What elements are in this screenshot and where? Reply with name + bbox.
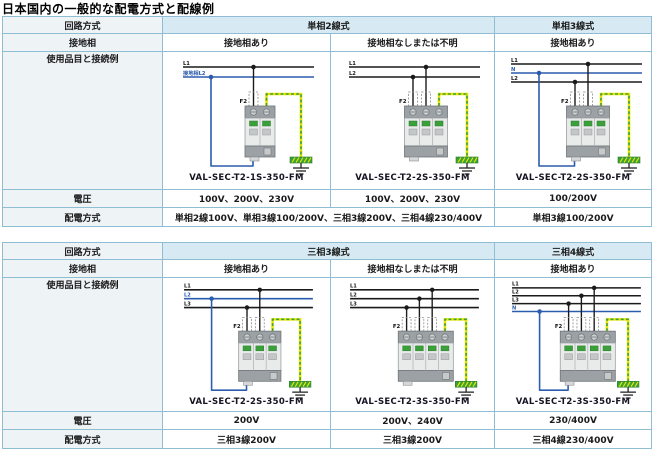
svg-text:F2: F2: [392, 324, 400, 330]
grounded-phase-value: 接地相あり: [162, 33, 331, 52]
svg-text:L3: L3: [184, 301, 191, 307]
circuit-type-three-phase-3wire: 三相3線式: [161, 242, 496, 260]
row-label-circuit-type: 回路方式: [2, 242, 163, 260]
svg-text:L2: L2: [349, 71, 356, 77]
table-row: 回路方式 三相3線式 三相4線式: [2, 242, 653, 260]
svg-text:F2: F2: [555, 324, 563, 330]
table-row: 配電方式 三相3線200V 三相3線200V 三相4線230/400V: [2, 429, 653, 449]
circuit-type-three-phase-4wire: 三相4線式: [494, 242, 653, 260]
table-row: 電圧 100V、200V、230V 100V、200V、230V 100/200…: [2, 189, 653, 208]
svg-text:L2: L2: [512, 290, 519, 296]
svg-text:L2: L2: [350, 293, 357, 299]
product-model-label: VAL-SEC-T2-3S-350-FM: [515, 397, 631, 407]
svg-text:L1: L1: [183, 61, 190, 67]
product-model-label: VAL-SEC-T2-2S-350-FM: [189, 397, 304, 407]
svg-text:N: N: [511, 67, 515, 73]
voltage-value: 200V、240V: [329, 411, 496, 430]
svg-text:接地相L2: 接地相L2: [183, 69, 206, 77]
svg-text:F2: F2: [233, 324, 241, 330]
circuit-type-single-phase-3wire: 単相3線式: [494, 16, 653, 34]
svg-text:L1: L1: [511, 58, 518, 64]
voltage-value: 100V、200V、230V: [162, 189, 331, 208]
row-label-grounded-phase: 接地相: [2, 33, 163, 52]
svg-text:F2: F2: [399, 99, 407, 105]
grounded-phase-value: 接地相あり: [162, 259, 331, 278]
circuit-type-single-phase-2wire: 単相2線式: [161, 16, 496, 34]
product-model-label: VAL-SEC-T2-1S-350-FM: [189, 173, 304, 183]
page-title: 日本国内の一般的な配電方式と配線例: [2, 2, 215, 16]
voltage-value: 100/200V: [494, 189, 653, 208]
svg-text:L1: L1: [184, 284, 191, 290]
row-label-usage-example: 使用品目と接続例: [2, 277, 163, 412]
table-row: 回路方式 単相2線式 単相3線式: [2, 16, 653, 34]
svg-text:L3: L3: [512, 297, 519, 303]
row-label-distribution: 配電方式: [2, 429, 163, 449]
table-row: 電圧 200V 200V、240V 230/400V: [2, 411, 653, 430]
voltage-value: 200V: [162, 411, 331, 430]
table-three-phase: 回路方式 三相3線式 三相4線式 接地相 接地相あり 接地相なしまたは不明 接地…: [2, 242, 653, 449]
svg-text:F2: F2: [239, 99, 247, 105]
grounded-phase-value: 接地相あり: [494, 33, 653, 52]
svg-text:L2: L2: [184, 293, 191, 299]
svg-text:F2: F2: [561, 99, 569, 105]
row-label-voltage: 電圧: [2, 189, 163, 208]
svg-text:L1: L1: [512, 282, 519, 288]
table-row: 接地相 接地相あり 接地相なしまたは不明 接地相あり: [2, 33, 653, 52]
row-label-usage-example: 使用品目と接続例: [2, 51, 163, 190]
svg-text:N: N: [512, 305, 516, 311]
grounded-phase-value: 接地相あり: [494, 259, 653, 278]
product-model-label: VAL-SEC-T2-2S-350-FM: [515, 173, 631, 183]
table-single-phase: 回路方式 単相2線式 単相3線式 接地相 接地相あり 接地相なしまたは不明 接地…: [2, 16, 653, 227]
product-model-label: VAL-SEC-T2-2S-350-FM: [355, 173, 470, 183]
svg-text:L2: L2: [511, 76, 518, 82]
row-label-voltage: 電圧: [2, 411, 163, 430]
svg-text:L3: L3: [350, 301, 357, 307]
table-row: 配電方式 単相2線100V、単相3線100/200V、三相3線200V、三相4線…: [2, 207, 653, 227]
distribution-value: 三相4線230/400V: [494, 429, 653, 449]
voltage-value: 230/400V: [494, 411, 653, 430]
distribution-value: 三相3線200V: [329, 429, 496, 449]
product-model-label: VAL-SEC-T2-3S-350-FM: [355, 397, 470, 407]
distribution-value: 単相3線100/200V: [494, 207, 653, 227]
grounded-phase-value: 接地相なしまたは不明: [329, 33, 496, 52]
svg-text:L1: L1: [349, 61, 356, 67]
grounded-phase-value: 接地相なしまたは不明: [329, 259, 496, 278]
voltage-value: 100V、200V、230V: [329, 189, 496, 208]
distribution-value: 単相2線100V、単相3線100/200V、三相3線200V、三相4線230/4…: [161, 207, 496, 227]
svg-text:L1: L1: [350, 284, 357, 290]
row-label-distribution: 配電方式: [2, 207, 163, 227]
table-row: 接地相 接地相あり 接地相なしまたは不明 接地相あり: [2, 259, 653, 278]
row-label-grounded-phase: 接地相: [2, 259, 163, 278]
distribution-value: 三相3線200V: [162, 429, 331, 449]
row-label-circuit-type: 回路方式: [2, 16, 163, 34]
